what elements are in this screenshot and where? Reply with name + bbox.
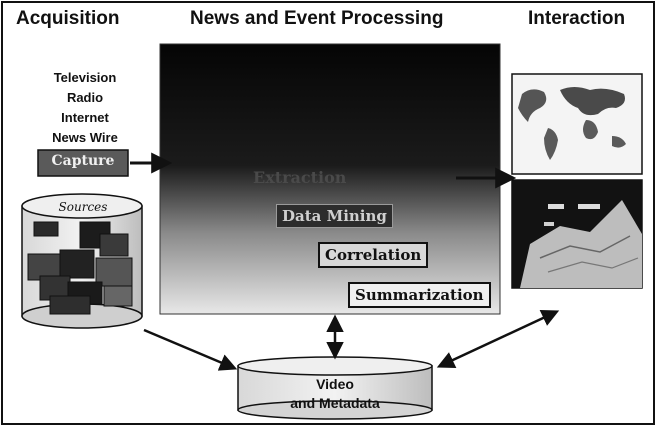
source-television: Television bbox=[53, 70, 117, 85]
storage-interaction-arrow bbox=[436, 309, 560, 369]
sources-to-storage-arrow bbox=[143, 328, 238, 371]
capture-box bbox=[37, 149, 129, 177]
storage-database bbox=[237, 356, 433, 420]
source-news-wire: News Wire bbox=[52, 130, 118, 145]
stage-summarization: Summarization bbox=[348, 282, 491, 308]
world-map-view bbox=[511, 73, 643, 175]
stage-extraction: Extraction bbox=[253, 168, 347, 187]
stage-data-mining: Data Mining bbox=[276, 204, 393, 228]
sources-thumbnails bbox=[27, 221, 133, 315]
capture-label: Capture bbox=[51, 153, 115, 169]
processing-panel bbox=[159, 43, 501, 315]
storage-label-metadata: and Metadata bbox=[290, 395, 380, 411]
source-radio: Radio bbox=[66, 90, 104, 105]
section-title-interaction: Interaction bbox=[528, 8, 626, 29]
terrain-map-view bbox=[511, 179, 643, 289]
source-internet: Internet bbox=[61, 110, 109, 125]
section-title-processing: News and Event Processing bbox=[190, 8, 444, 29]
storage-label-video: Video bbox=[316, 376, 354, 392]
section-title-acquisition: Acquisition bbox=[16, 8, 120, 29]
stage-correlation: Correlation bbox=[318, 242, 429, 268]
sources-db-label: Sources bbox=[58, 200, 108, 214]
